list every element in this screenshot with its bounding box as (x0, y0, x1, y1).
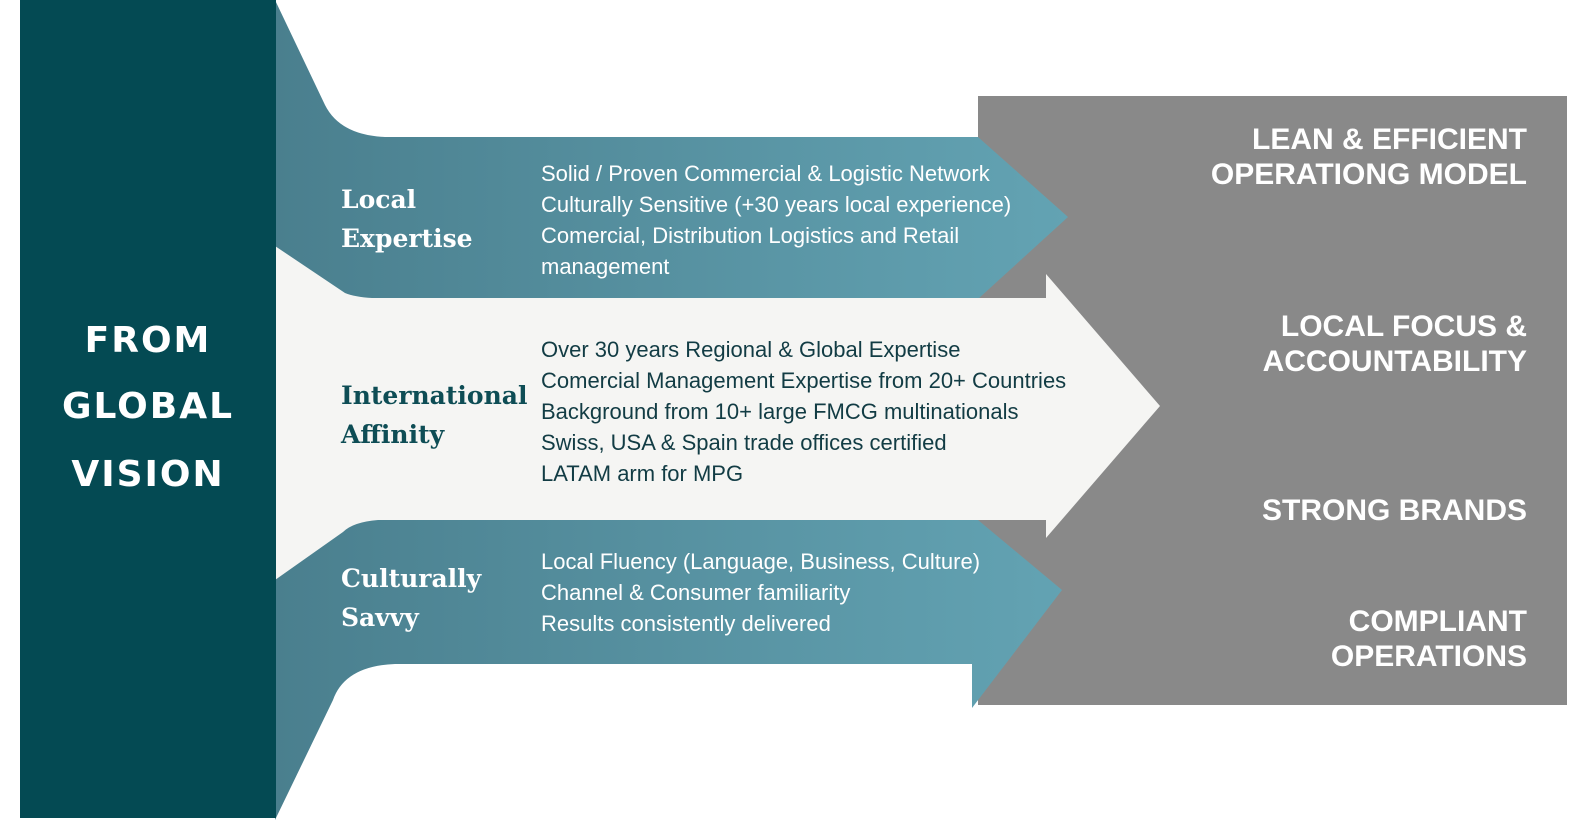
outcome-line: STRONG BRANDS (1261, 494, 1527, 527)
outcome-line: LEAN & EFFICIENT (1252, 123, 1527, 156)
pillar-culturally-savvy-bullets: Local Fluency (Language, Business, Cultu… (541, 546, 980, 639)
pillar-culturally-savvy-title: Culturally Savvy (341, 559, 481, 637)
bullet-item: Solid / Proven Commercial & Logistic Net… (541, 161, 990, 186)
vision-line-from: FROM (84, 320, 212, 361)
outcome-compliant-operations: COMPLIANT OPERATIONS (1147, 604, 1527, 674)
pillar-title-line: Savvy (341, 603, 419, 632)
outcome-line: COMPLIANT (1348, 605, 1527, 638)
bullet-item: Channel & Consumer familiarity (541, 580, 851, 605)
outcome-line: OPERATIONS (1330, 640, 1527, 673)
bullet-item: management (541, 254, 670, 279)
bullet-item: Swiss, USA & Spain trade offices certifi… (541, 430, 947, 455)
bullet-item: LATAM arm for MPG (541, 461, 744, 486)
pillar-local-expertise-bullets: Solid / Proven Commercial & Logistic Net… (541, 158, 1011, 282)
outcome-lean-efficient: LEAN & EFFICIENT OPERATIONG MODEL (1147, 122, 1527, 192)
pillar-local-expertise-title: Local Expertise (341, 180, 473, 258)
bullet-item: Comercial Management Expertise from 20+ … (541, 368, 1067, 393)
outcome-strong-brands: STRONG BRANDS (1147, 493, 1527, 528)
bullet-item: Results consistently delivered (541, 611, 831, 636)
global-vision-panel (20, 0, 276, 818)
outcome-line: OPERATIONG MODEL (1210, 158, 1527, 191)
vision-line-global: GLOBAL (61, 386, 235, 427)
bullet-item: Culturally Sensitive (+30 years local ex… (541, 192, 1012, 217)
bullet-item: Background from 10+ large FMCG multinati… (541, 399, 1019, 424)
outcome-local-focus: LOCAL FOCUS & ACCOUNTABILITY (1147, 309, 1527, 379)
outcome-line: ACCOUNTABILITY (1262, 345, 1527, 378)
teal-arrow-funnel (275, 0, 1068, 820)
outcome-line: LOCAL FOCUS & (1280, 310, 1527, 343)
international-affinity-arrow (275, 246, 1160, 580)
vision-line-vision: VISION (71, 454, 225, 495)
pillar-title-line: Local (341, 185, 417, 214)
bullet-item: Comercial, Distribution Logistics and Re… (541, 223, 960, 248)
bullet-item: Local Fluency (Language, Business, Cultu… (541, 549, 981, 574)
pillar-title-line: Affinity (341, 420, 445, 449)
pillar-international-affinity-title: International Affinity (341, 376, 527, 454)
pillar-title-line: International (341, 381, 528, 410)
pillar-title-line: Culturally (341, 564, 482, 593)
pillar-title-line: Expertise (341, 224, 473, 253)
pillar-international-affinity-bullets: Over 30 years Regional & Global Expertis… (541, 334, 1066, 489)
bullet-item: Over 30 years Regional & Global Expertis… (541, 337, 961, 362)
